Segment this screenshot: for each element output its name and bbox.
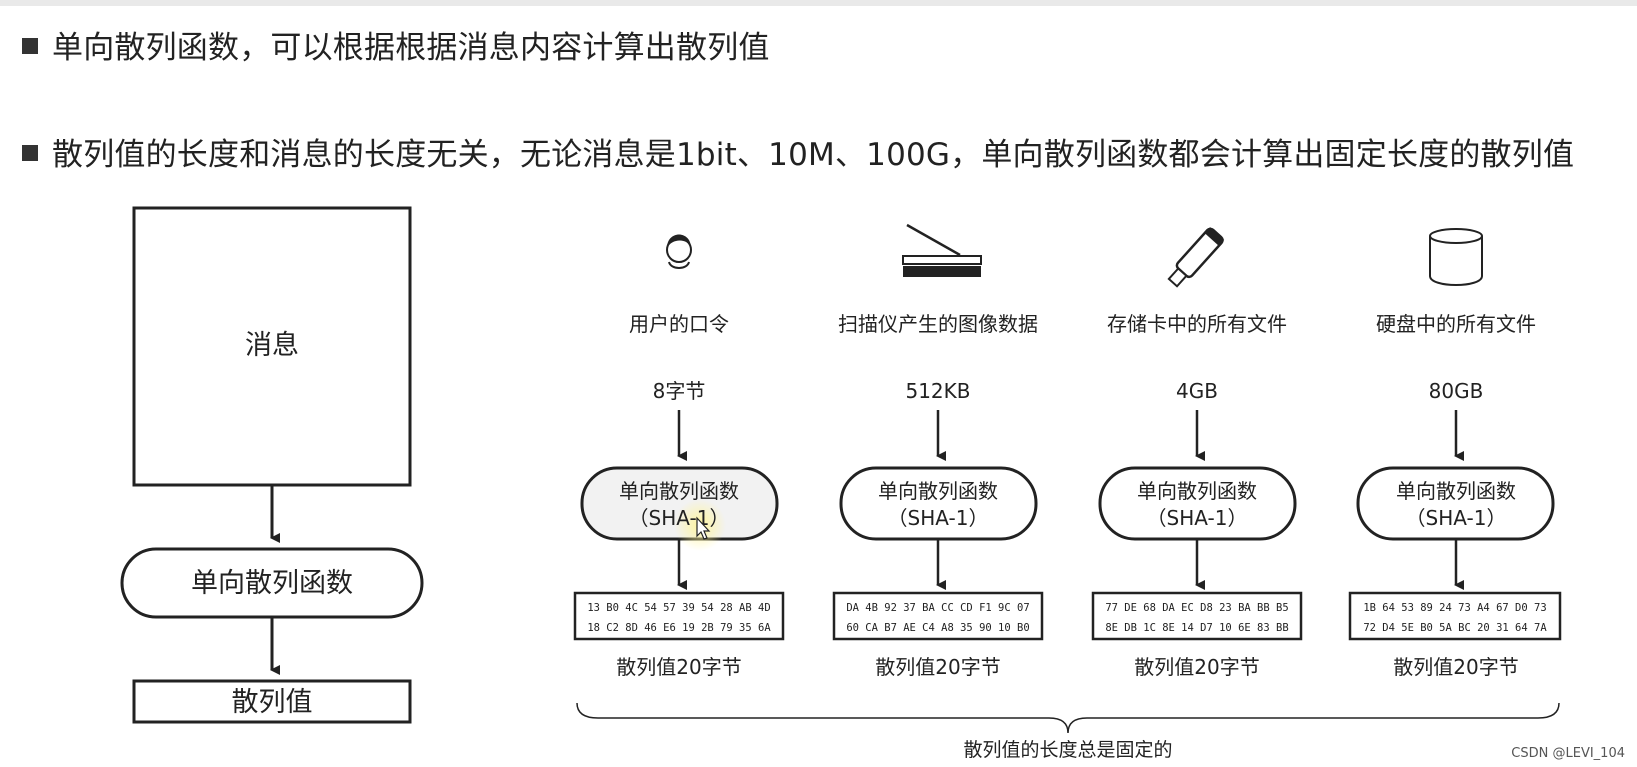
disk-icon <box>1429 228 1483 286</box>
column-hard-disk-files: 硬盘中的所有文件 80GB 单向散列函数 （SHA-1） 1B 64 53 89… <box>1348 228 1562 679</box>
hash-row-2: 18 C2 8D 46 E6 19 2B 79 35 6A <box>587 622 771 634</box>
function-line2: （SHA-1） <box>1147 506 1248 530</box>
hash-row-1: DA 4B 92 37 BA CC CD F1 9C 07 <box>846 602 1029 614</box>
hash-value-box <box>1091 591 1303 641</box>
hash-row-1: 1B 64 53 89 24 73 A4 67 D0 73 <box>1363 602 1546 614</box>
column-title: 扫描仪产生的图像数据 <box>838 312 1038 336</box>
hash-value-box <box>1348 591 1562 641</box>
bullet-point-2: 散列值的长度和消息的长度无关，无论消息是1bit、10M、100G，单向散列函数… <box>22 129 1574 174</box>
bullet-square-icon <box>22 38 38 54</box>
left-flow: 消息 单向散列函数 散列值 <box>120 206 424 724</box>
hash-row-2: 72 D4 5E B0 5A BC 20 31 64 7A <box>1363 622 1547 634</box>
column-size: 8字节 <box>653 379 706 403</box>
column-memory-card-files: 存储卡中的所有文件 4GB 单向散列函数 （SHA-1） 77 DE 68 DA… <box>1091 227 1303 679</box>
hash-row-1: 77 DE 68 DA EC D8 23 BA BB B5 <box>1105 602 1288 614</box>
hash-row-1: 13 B0 4C 54 57 39 54 28 AB 4D <box>587 602 770 614</box>
column-size: 512KB <box>905 379 970 403</box>
column-size: 80GB <box>1429 379 1484 403</box>
function-line1: 单向散列函数 <box>1396 479 1516 503</box>
bullet-square-icon <box>22 145 38 161</box>
hash-box <box>132 679 412 724</box>
function-line1: 单向散列函数 <box>1137 479 1257 503</box>
brace-label: 散列值的长度总是固定的 <box>963 739 1172 761</box>
hash-label: 散列值 <box>232 687 313 718</box>
hash-size-label: 散列值20字节 <box>875 655 1000 679</box>
curly-brace <box>576 702 1560 734</box>
hash-size-label: 散列值20字节 <box>1134 655 1259 679</box>
function-line2: （SHA-1） <box>1406 506 1507 530</box>
column-title: 硬盘中的所有文件 <box>1376 312 1536 336</box>
person-icon <box>666 234 692 269</box>
hash-value-box <box>573 591 785 641</box>
hash-size-label: 散列值20字节 <box>1393 655 1518 679</box>
hash-row-2: 8E DB 1C 8E 14 D7 10 6E 83 BB <box>1105 622 1288 634</box>
column-title: 存储卡中的所有文件 <box>1107 312 1287 336</box>
bullet-text-2: 散列值的长度和消息的长度无关，无论消息是1bit、10M、100G，单向散列函数… <box>52 137 1575 173</box>
column-scanner-data: 扫描仪产生的图像数据 512KB 单向散列函数 （SHA-1） DA 4B 92… <box>832 223 1044 679</box>
hash-value-box <box>832 591 1044 641</box>
hash-row-2: 60 CA B7 AE C4 A8 35 90 10 B0 <box>846 622 1029 634</box>
usb-drive-icon <box>1167 227 1225 288</box>
function-line2: （SHA-1） <box>629 506 730 530</box>
column-size: 4GB <box>1176 379 1218 403</box>
function-line1: 单向散列函数 <box>878 479 998 503</box>
top-border <box>0 0 1637 6</box>
hash-size-label: 散列值20字节 <box>616 655 741 679</box>
csdn-watermark: CSDN @LEVI_104 <box>1511 746 1625 761</box>
bullet-text-1: 单向散列函数，可以根据根据消息内容计算出散列值 <box>52 30 770 66</box>
bullet-point-1: 单向散列函数，可以根据根据消息内容计算出散列值 <box>22 22 770 67</box>
mouse-cursor-icon <box>696 516 711 540</box>
function-line2: （SHA-1） <box>888 506 989 530</box>
message-label: 消息 <box>245 330 299 361</box>
fixed-length-brace: 散列值的长度总是固定的 <box>576 702 1560 761</box>
column-user-password: 用户的口令 8字节 单向散列函数 （SHA-1） 13 B0 4C 54 57 … <box>573 234 785 679</box>
scanner-icon <box>902 223 982 277</box>
function-line1: 单向散列函数 <box>619 479 739 503</box>
left-function-label: 单向散列函数 <box>191 568 353 599</box>
column-title: 用户的口令 <box>629 312 729 336</box>
